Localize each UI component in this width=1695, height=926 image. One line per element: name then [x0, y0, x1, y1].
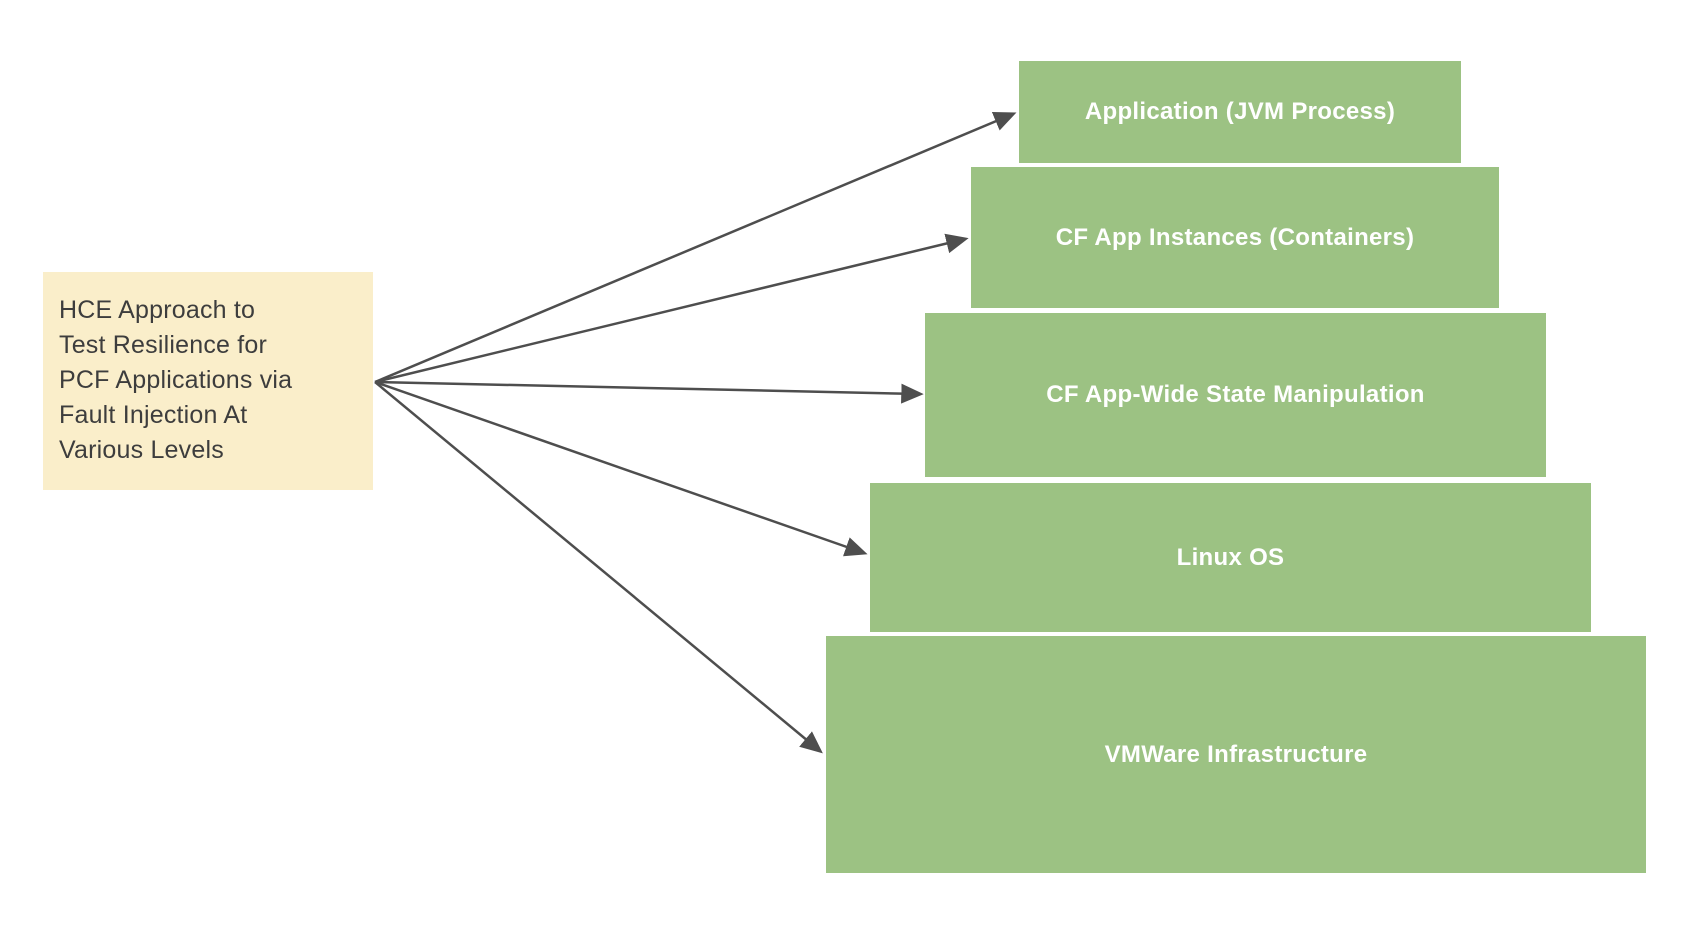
arrow-to-state-manipulation [374, 380, 924, 404]
arrow-to-vmware [374, 381, 823, 754]
arrow-to-app-instances [374, 233, 969, 384]
note-line-1: HCE Approach to [59, 296, 256, 324]
level-application: Application (JVM Process) [1019, 61, 1461, 163]
level-cf-app-instances: CF App Instances (Containers) [971, 167, 1499, 308]
arrow-to-linux-os [374, 380, 868, 557]
approach-note-box: HCE Approach to Test Resilience for PCF … [43, 272, 373, 490]
arrow-to-application [374, 112, 1017, 384]
note-line-5: Various Levels [59, 436, 224, 464]
note-line-4: Fault Injection At [59, 401, 248, 429]
level-linux-os: Linux OS [870, 483, 1591, 632]
level-cf-app-wide-state: CF App-Wide State Manipulation [925, 313, 1546, 477]
note-line-2: Test Resilience for [59, 331, 268, 359]
note-line-3: PCF Applications via [59, 366, 293, 394]
level-vmware-infrastructure: VMWare Infrastructure [826, 636, 1646, 873]
